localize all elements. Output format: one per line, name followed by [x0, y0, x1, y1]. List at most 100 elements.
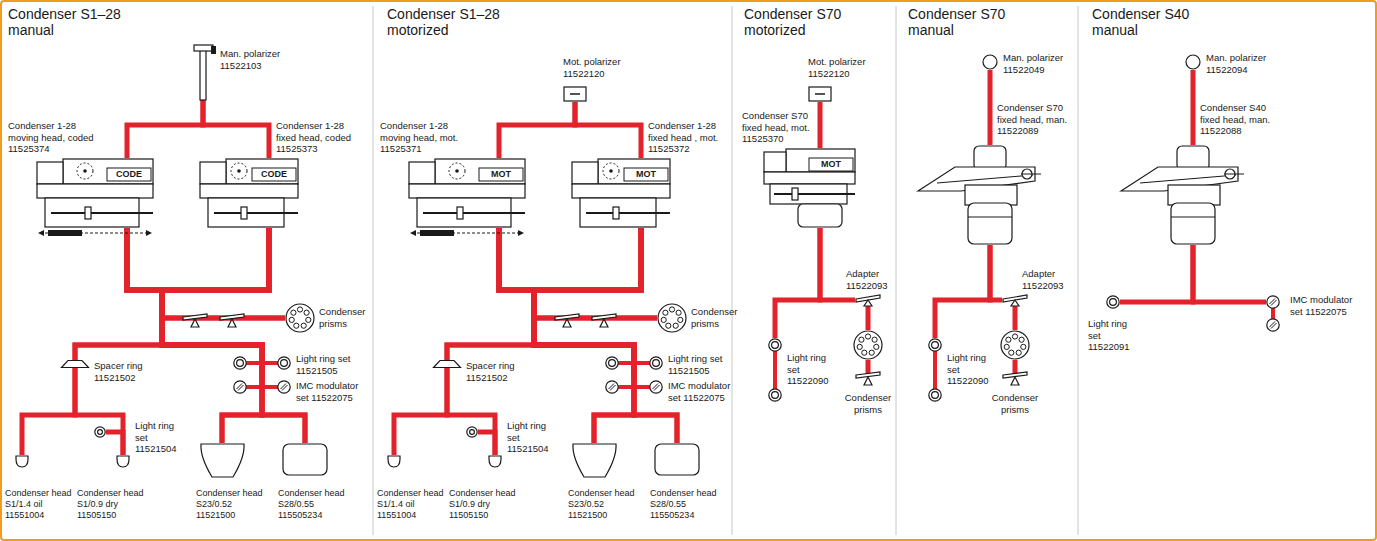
- cpol-icon-part: [1186, 55, 1200, 69]
- tpol-icon: [190, 44, 216, 100]
- part-node: Condenser head S1/1.4 oil 11551004: [15, 455, 29, 468]
- part-label: Condenser head S1/0.9 dry 11505150: [449, 488, 519, 521]
- part-node: Spacer ring 11521502: [433, 360, 461, 368]
- condf-icon-part: [200, 184, 298, 198]
- lr2v-icon-part: [932, 342, 939, 349]
- part-node: Condenser S70 fixed head, man. 11522089: [917, 145, 1042, 245]
- rpol-icon: [563, 86, 587, 102]
- part-label: Man. polarizer 11522103: [220, 48, 286, 71]
- turret-icon-part: [666, 323, 671, 328]
- divider-line: [732, 6, 733, 535]
- turret-icon-part: [872, 337, 877, 342]
- lr2h-icon-part: [606, 357, 618, 369]
- turret-icon-part: [1009, 350, 1014, 355]
- part-label: Spacer ring 11521502: [94, 360, 148, 383]
- turret-icon-part: [658, 304, 686, 332]
- part-label: Condenser head S1/1.4 oil 11551004: [5, 488, 75, 521]
- part-node: Condenser head S23/0.52 11521500: [200, 443, 245, 478]
- lr2v-icon-part: [772, 392, 779, 399]
- imc2v-icon-part: [1271, 307, 1275, 320]
- travel-indicator: [38, 230, 524, 236]
- turret-icon-part: [286, 304, 314, 332]
- turret-icon-part: [291, 310, 296, 315]
- part-node: Condenser head S1/1.4 oil 11551004: [387, 455, 401, 468]
- panel-region: Condenser S40 manualMan. polarizer 11522…: [1078, 0, 1377, 541]
- imc2v-icon-part: [1267, 296, 1279, 308]
- turret-icon-part: [294, 323, 299, 328]
- dring-icon: [94, 426, 106, 438]
- turret-icon-part: [676, 310, 681, 315]
- lr2h-icon-part: [653, 360, 660, 367]
- part-label: Condenser head S28/0.55 115505234: [650, 488, 720, 521]
- lr2h-icon: [605, 356, 663, 370]
- condf-icon-part: [214, 212, 298, 214]
- part-label: Condenser head S28/0.55 115505234: [278, 488, 348, 521]
- imc2h-icon-part: [654, 385, 660, 391]
- cup-icon-part: [117, 456, 129, 467]
- part-label: Mot. polarizer 11522120: [808, 56, 888, 79]
- part-node: Condenser 1-28 moving head, coded 115253…: [35, 158, 155, 228]
- turret-icon: [657, 303, 687, 333]
- s23-icon-part: [201, 444, 244, 477]
- lr2v-icon-part: [929, 389, 941, 401]
- connector-line: [575, 102, 641, 158]
- turret-icon-part: [301, 323, 306, 328]
- lr2v-icon: [768, 338, 782, 402]
- condm-icon: [407, 158, 527, 228]
- part-node: Light ring set 11522090: [768, 338, 782, 402]
- part-label: Light ring set 11521504: [507, 420, 555, 455]
- turret-icon-part: [1012, 334, 1017, 339]
- s28-icon: [282, 443, 328, 476]
- cpol-icon: [982, 54, 998, 70]
- connector-line: [162, 228, 269, 380]
- dring-icon: [466, 426, 478, 438]
- lr2h-icon-part: [281, 360, 288, 367]
- connector-line: [1013, 306, 1018, 330]
- travel-bar: [420, 230, 454, 236]
- lr2h-icon-part: [245, 361, 279, 365]
- lr2v-icon-part: [773, 350, 777, 390]
- turret-icon-part: [1019, 337, 1024, 342]
- dring-icon: [1106, 295, 1120, 309]
- part-label: Condenser S40 fixed head, man. 11522088: [1200, 102, 1274, 137]
- connector-line: [1120, 245, 1193, 302]
- s70-icon: [917, 145, 1042, 245]
- s23-icon: [200, 443, 245, 478]
- connector-line: [775, 228, 820, 338]
- turret-icon: [853, 330, 883, 360]
- slider-foot: [600, 319, 608, 327]
- condf-icon-part: [226, 159, 298, 184]
- panel-title: Condenser S40 manual: [1092, 6, 1200, 38]
- lr2v-icon-part: [929, 339, 941, 351]
- condm-icon-part: [449, 163, 465, 179]
- slider-symbols: [856, 372, 1027, 385]
- part-node: Adapter 11522093: [855, 294, 881, 306]
- part-node: Condenser S70 fixed head, mot. 11525370M…: [762, 148, 857, 228]
- turret-icon: [285, 303, 315, 333]
- turret-icon-part: [306, 317, 311, 322]
- travel-bar: [48, 230, 82, 236]
- condm-icon-part: [37, 184, 153, 198]
- condm-icon-part: [457, 207, 463, 219]
- imc2h-icon-part: [237, 384, 243, 390]
- imc2h-icon-part: [606, 381, 618, 393]
- part-node: Adapter 11522093: [1002, 294, 1028, 306]
- part-label: Condenser S70 fixed head, man. 11522089: [997, 102, 1071, 137]
- dring-icon-part: [467, 427, 477, 437]
- connector-line: [447, 228, 534, 360]
- part-node: Condenser head S1/0.9 dry 11505150: [116, 455, 130, 468]
- turret-icon-part: [297, 307, 302, 312]
- connector-line: [447, 228, 641, 360]
- panel-region: Condenser S1–28 manualMan. polarizer 115…: [0, 0, 373, 541]
- cpol-icon-part: [983, 55, 997, 69]
- imc2h-icon-part: [278, 381, 290, 393]
- lr2h-icon-part: [609, 360, 616, 367]
- turret-icon-part: [857, 344, 862, 349]
- turret-icon-part: [1006, 337, 1011, 342]
- turret-icon-part: [663, 310, 668, 315]
- cup-icon-part: [489, 456, 501, 467]
- lr2v-icon-part: [933, 350, 937, 390]
- part-label: Light ring set 11522090: [787, 352, 835, 387]
